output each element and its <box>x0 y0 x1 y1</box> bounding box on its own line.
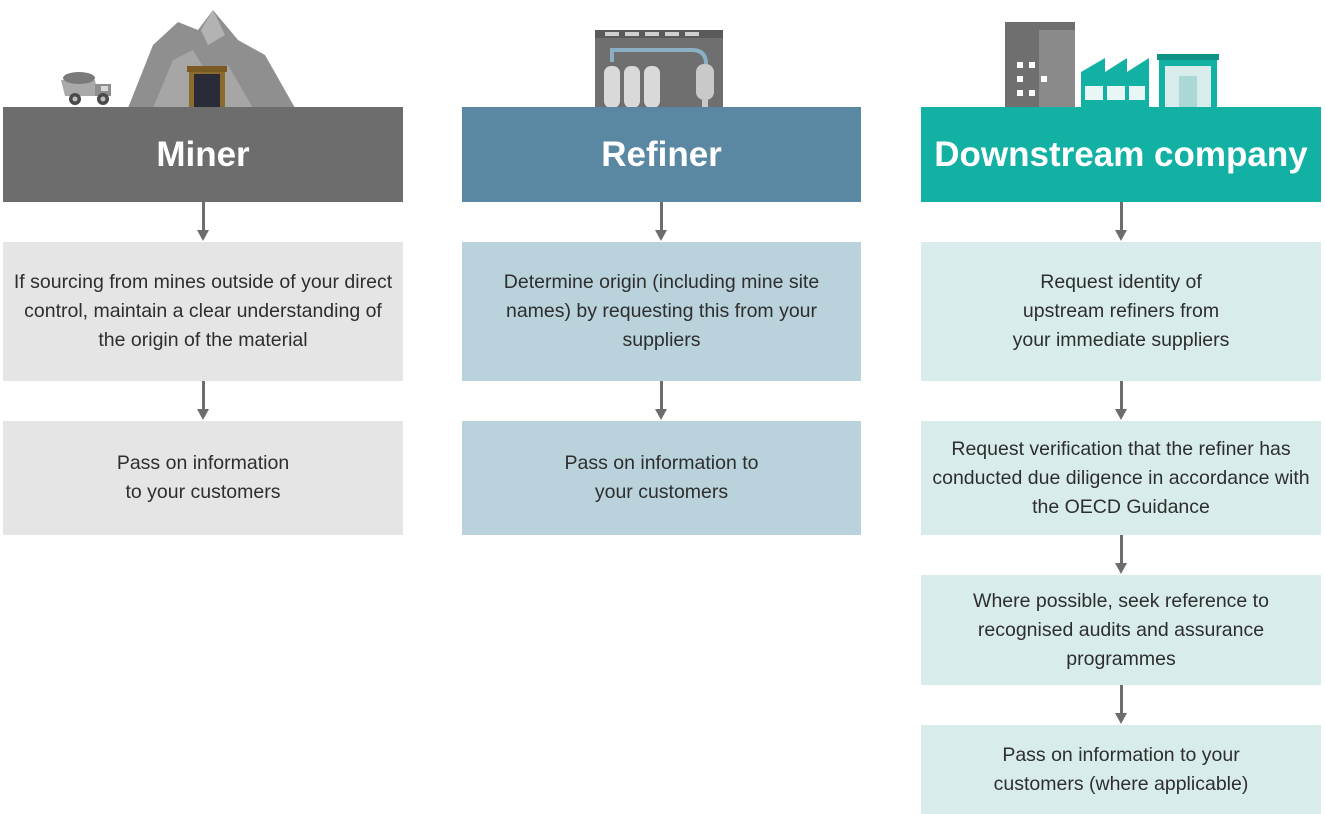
downstream-step-4: Pass on information to your customers (w… <box>921 725 1321 814</box>
refiner-header: Refiner <box>462 107 861 202</box>
arrow-down-icon <box>197 381 209 421</box>
miner-column: Miner If sourcing from mines outside of … <box>3 0 403 814</box>
arrow-down-icon <box>655 202 667 242</box>
miner-header: Miner <box>3 107 403 202</box>
downstream-step-3: Where possible, seek reference to recogn… <box>921 575 1321 685</box>
miner-step-1: If sourcing from mines outside of your d… <box>3 242 403 381</box>
arrow-down-icon <box>655 381 667 421</box>
refiner-step-2: Pass on information to your customers <box>462 421 861 535</box>
arrow-down-icon <box>197 202 209 242</box>
arrow-down-icon <box>1115 685 1127 725</box>
city-buildings-illustration <box>1005 22 1219 108</box>
refiner-step-1: Determine origin (including mine site na… <box>462 242 861 381</box>
refinery-illustration <box>595 30 723 108</box>
downstream-column: Downstream company Request identity of u… <box>921 0 1321 814</box>
downstream-step-1: Request identity of upstream refiners fr… <box>921 242 1321 381</box>
downstream-step-2: Request verification that the refiner ha… <box>921 421 1321 535</box>
downstream-header: Downstream company <box>921 107 1321 202</box>
arrow-down-icon <box>1115 535 1127 575</box>
refiner-column: Refiner Determine origin (including mine… <box>462 0 861 814</box>
miner-step-2: Pass on information to your customers <box>3 421 403 535</box>
mine-illustration <box>61 10 295 108</box>
arrow-down-icon <box>1115 202 1127 242</box>
arrow-down-icon <box>1115 381 1127 421</box>
